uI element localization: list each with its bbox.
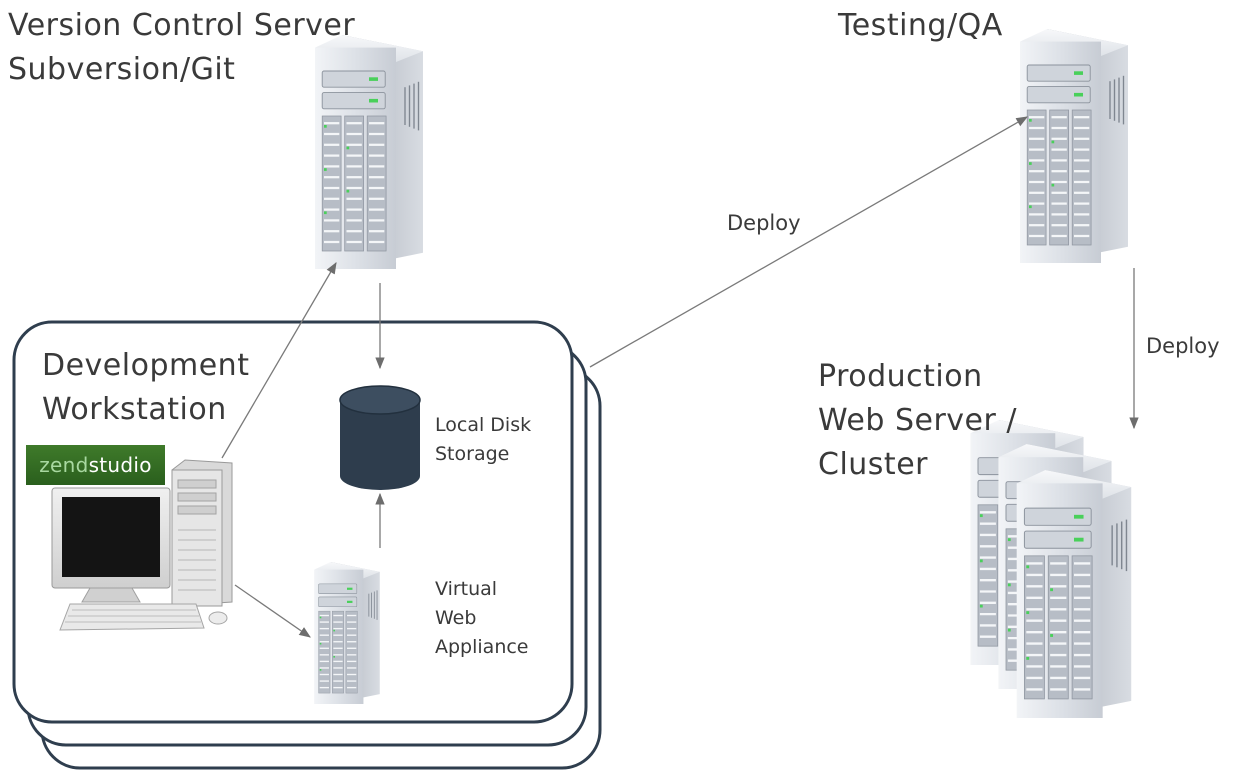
arrow-deploy-to-qa — [589, 116, 1029, 368]
virtual-appliance-label: Virtual Web Appliance — [435, 575, 529, 662]
connections — [221, 116, 1139, 638]
production-server-front — [1015, 470, 1133, 718]
qa-label: Testing/QA — [838, 4, 1003, 48]
workstation-computer-icon — [51, 459, 233, 631]
virtual-appliance-line2: Web — [435, 607, 477, 629]
deploy-label-production: Deploy — [1146, 334, 1220, 358]
production-line2: Web Server / — [818, 403, 1017, 438]
vcs-label: Version Control Server Subversion/Git — [8, 4, 355, 92]
local-disk-label: Local Disk Storage — [435, 411, 531, 469]
testing-qa-server — [1020, 27, 1128, 265]
vcs-label-line2: Subversion/Git — [8, 52, 236, 87]
dev-workstation-line1: Development — [42, 348, 250, 383]
production-line1: Production — [818, 359, 983, 394]
local-disk-line1: Local Disk — [435, 414, 532, 436]
virtual-appliance-line3: Appliance — [435, 636, 529, 658]
dev-workstation-line2: Workstation — [42, 392, 227, 427]
virtual-appliance-line1: Virtual — [435, 578, 498, 600]
qa-label-text: Testing/QA — [838, 8, 1003, 43]
zend-logo-part1: zend — [39, 453, 89, 477]
production-label: Production Web Server / Cluster — [818, 355, 1017, 487]
vcs-label-line1: Version Control Server — [8, 8, 356, 43]
local-disk-storage-icon — [339, 385, 421, 490]
arrow-workstation-to-vcs — [221, 261, 337, 459]
dev-workstation-label: Development Workstation — [42, 344, 249, 432]
local-disk-line2: Storage — [435, 443, 510, 465]
zend-logo-part2: studio — [88, 453, 152, 477]
production-line3: Cluster — [818, 447, 928, 482]
deploy-label-qa: Deploy — [727, 211, 801, 235]
arrow-workstation-to-appliance — [234, 584, 311, 638]
virtual-web-appliance-server — [314, 562, 380, 704]
